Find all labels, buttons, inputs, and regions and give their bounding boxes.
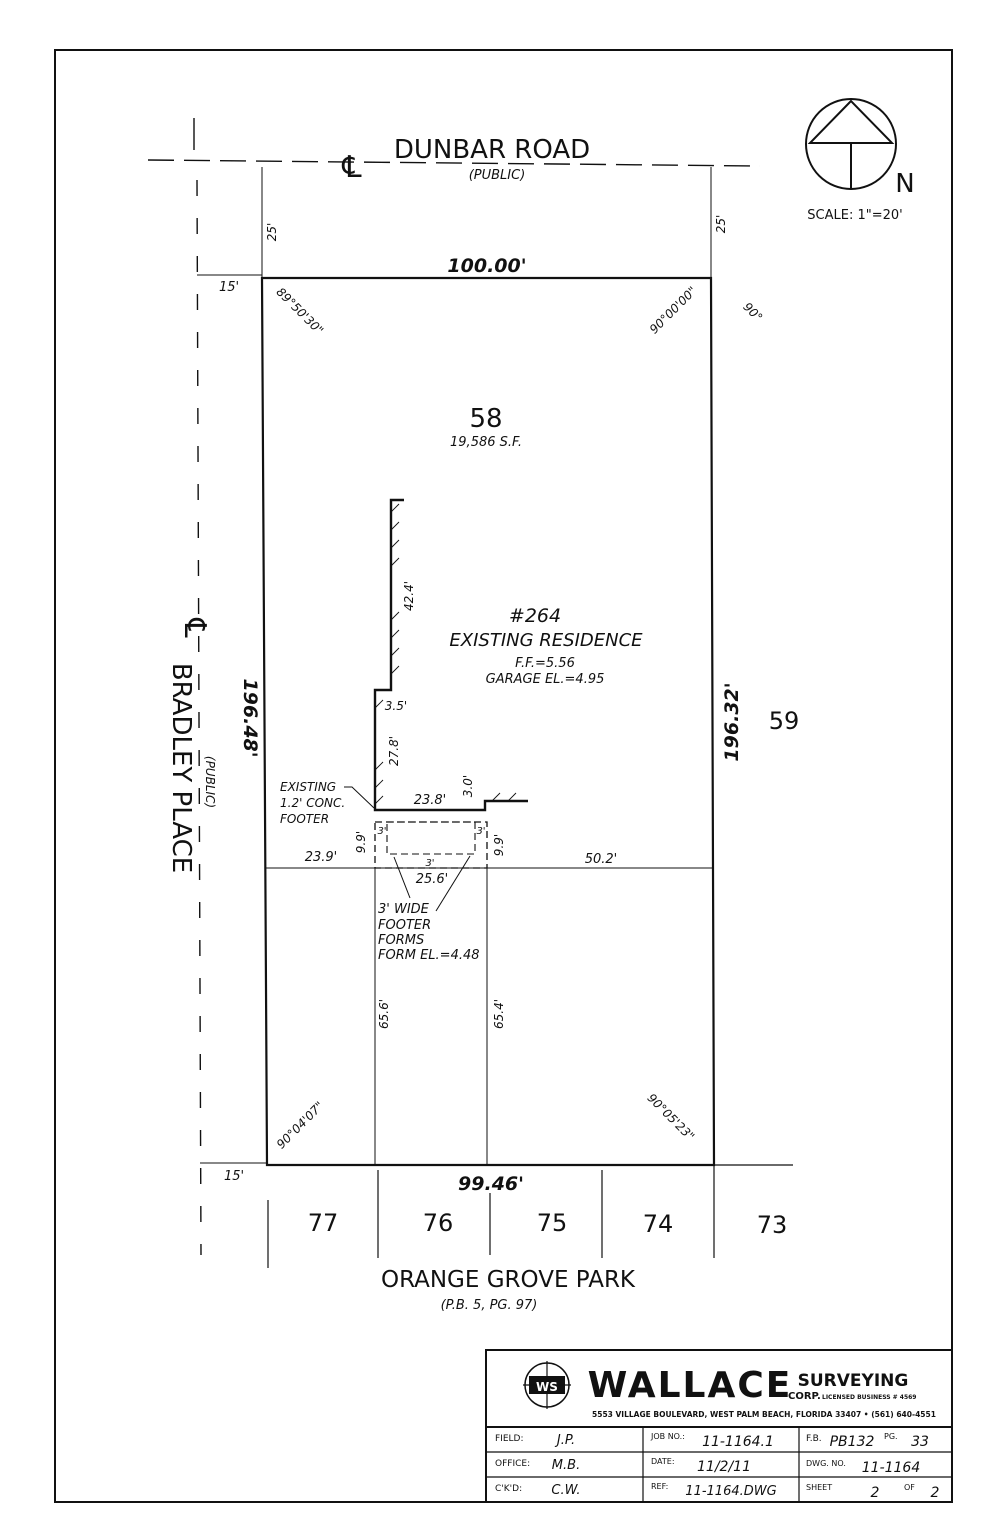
field-label: FIELD: xyxy=(495,1434,524,1444)
angle-sw: 90°04'07" xyxy=(274,1099,327,1152)
setback-west-bottom: 15' xyxy=(224,1169,244,1184)
forms-left-offset: 23.9' xyxy=(305,850,338,865)
forms-note-line-2: FOOTER xyxy=(378,918,431,933)
lot-north-width: 100.00' xyxy=(447,255,526,277)
ref-label: REF: xyxy=(651,1482,668,1491)
forms-right-offset: 50.2' xyxy=(585,852,618,867)
of-value: 2 xyxy=(931,1485,940,1501)
company-address: 5553 VILLAGE BOULEVARD, WEST PALM BEACH,… xyxy=(592,1410,936,1419)
dunbar-road-centerline xyxy=(147,159,761,167)
dunbar-road-name: DUNBAR ROAD xyxy=(394,135,590,165)
forms-note-line-3: FORMS xyxy=(378,933,424,948)
sheet-value: 2 xyxy=(871,1485,880,1501)
south-lot-74: 74 xyxy=(643,1210,674,1238)
dim-rear-width: 23.8' xyxy=(414,793,447,808)
dim-wall-upper: 42.4' xyxy=(402,581,416,611)
setback-west-top: 15' xyxy=(219,280,239,295)
bradley-centerline-symbol: ℄ xyxy=(177,617,212,637)
angle-ne-outside: 90° xyxy=(740,300,765,325)
forms-note-leader-2 xyxy=(435,855,471,912)
forms-south-left: 65.6' xyxy=(377,999,391,1029)
company-name: WALLACE xyxy=(588,1365,793,1406)
angle-ne: 90°00'00" xyxy=(647,284,700,337)
forms-depth-right: 9.9' xyxy=(492,834,506,856)
dim-wall-lower: 27.8' xyxy=(387,736,401,766)
dim-jog: 3.5' xyxy=(385,699,407,713)
company-corp: CORP. xyxy=(788,1391,821,1402)
date-value: 11/2/11 xyxy=(697,1459,751,1475)
dunbar-centerline-symbol: ℄ xyxy=(341,150,361,185)
ref-value: 11-1164.DWG xyxy=(685,1484,776,1499)
subdivision-name: ORANGE GROVE PARK xyxy=(381,1267,636,1293)
job-label: JOB NO.: xyxy=(650,1432,685,1441)
south-lot-77: 77 xyxy=(308,1209,339,1237)
lot-east-depth: 196.32' xyxy=(721,682,743,761)
lot-number: 58 xyxy=(469,404,502,434)
ckd-value: C.W. xyxy=(551,1483,580,1498)
forms-depth-left: 9.9' xyxy=(354,831,368,853)
dwg-value: 11-1164 xyxy=(862,1460,921,1476)
residence-garage: GARAGE EL.=4.95 xyxy=(486,672,605,687)
south-lot-dividers xyxy=(267,1170,603,1268)
dunbar-road-public: (PUBLIC) xyxy=(469,168,526,183)
svg-text:WS: WS xyxy=(536,1380,558,1394)
footer-note-line-3: FOOTER xyxy=(280,812,329,826)
bradley-place-name: BRADLEY PLACE xyxy=(166,663,196,873)
residence-number: #264 xyxy=(509,605,561,627)
bradley-place-public: (PUBLIC) xyxy=(203,756,217,808)
fb-label: F.B. xyxy=(806,1434,822,1444)
residence-label: EXISTING RESIDENCE xyxy=(449,630,643,651)
forms-width: 25.6' xyxy=(416,872,449,887)
residence-hatching xyxy=(374,503,517,805)
office-value: M.B. xyxy=(552,1458,580,1473)
title-block: WS WALLACE SURVEYING CORP. LICENSED BUSI… xyxy=(485,1349,953,1503)
ckd-label: C'K'D: xyxy=(495,1484,522,1494)
forms-south-right: 65.4' xyxy=(492,999,506,1029)
forms-note-line-4: FORM EL.=4.48 xyxy=(378,948,480,963)
of-label: OF xyxy=(904,1483,915,1492)
north-letter: N xyxy=(895,169,914,199)
field-value: J.P. xyxy=(554,1433,575,1448)
company-license: LICENSED BUSINESS # 4569 xyxy=(822,1394,916,1401)
angle-nw: 89°50'30" xyxy=(273,285,326,338)
south-lot-75: 75 xyxy=(537,1209,568,1237)
date-label: DATE: xyxy=(651,1457,675,1466)
south-lot-73: 73 xyxy=(757,1211,788,1239)
adjacent-lot-59: 59 xyxy=(769,707,800,735)
residence-outline xyxy=(373,498,528,812)
footer-note-leader xyxy=(344,786,375,809)
setback-north-left: 25' xyxy=(265,223,279,242)
forms-three-bottom: 3' xyxy=(425,858,434,869)
company-name-2: SURVEYING xyxy=(798,1371,909,1391)
footer-note-line-2: 1.2' CONC. xyxy=(280,796,345,810)
dim-rear-jog: 3.0' xyxy=(461,775,475,797)
lot-south-width: 99.46' xyxy=(458,1173,524,1195)
lot-area: 19,586 S.F. xyxy=(450,435,522,450)
forms-note-leader-1 xyxy=(393,856,411,899)
forms-three-left: 3' xyxy=(377,826,386,837)
south-lot-76: 76 xyxy=(423,1209,454,1237)
subdivision-ref: (P.B. 5, PG. 97) xyxy=(441,1298,538,1313)
dwg-label: DWG. NO. xyxy=(806,1459,846,1468)
footer-forms-inner xyxy=(386,821,476,855)
bradley-place-centerline xyxy=(196,179,202,1256)
north-arrow: N xyxy=(805,98,915,199)
footer-note-line-1: EXISTING xyxy=(280,780,336,794)
setback-north-right: 25' xyxy=(714,215,728,234)
angle-se: 90°05'23" xyxy=(644,1091,697,1144)
pg-value: 33 xyxy=(911,1434,929,1450)
sheet-label: SHEET xyxy=(806,1483,832,1492)
fb-value: PB132 xyxy=(830,1434,875,1450)
job-value: 11-1164.1 xyxy=(702,1434,774,1450)
forms-note-line-1: 3' WIDE xyxy=(378,902,430,917)
ws-logo: WS xyxy=(523,1361,571,1409)
forms-three-right: 3' xyxy=(476,826,485,837)
scale-note: SCALE: 1"=20' xyxy=(807,208,902,223)
lot-west-depth: 196.48' xyxy=(239,678,261,757)
office-label: OFFICE: xyxy=(495,1459,530,1469)
pg-label: PG. xyxy=(884,1432,898,1441)
residence-ff: F.F.=5.56 xyxy=(515,656,575,671)
